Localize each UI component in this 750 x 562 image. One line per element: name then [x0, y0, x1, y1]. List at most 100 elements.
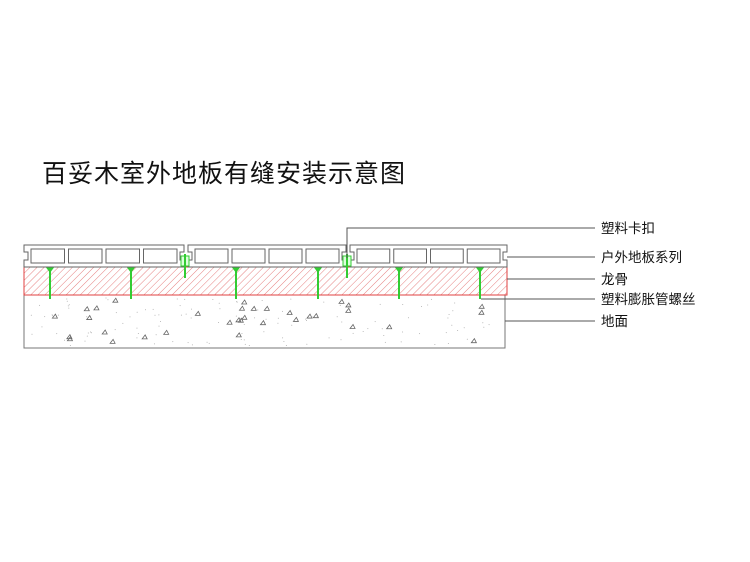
board-cavity — [231, 248, 266, 264]
aggregate-dot — [44, 316, 46, 318]
aggregate-dot — [257, 309, 259, 311]
aggregate-dot — [240, 338, 242, 340]
aggregate-dot — [115, 312, 117, 314]
aggregate-dot — [56, 333, 58, 335]
aggregate-dot — [419, 333, 421, 335]
aggregate-dot — [190, 317, 192, 319]
aggregate-dot — [457, 330, 459, 332]
screw-head — [46, 267, 54, 273]
aggregate-dot — [447, 343, 449, 345]
aggregate-dot — [421, 306, 423, 308]
board-cavity — [105, 248, 140, 264]
leader-lines — [346, 227, 595, 322]
label-screw: 塑料膨胀管螺丝 — [601, 292, 696, 308]
aggregate-mark — [194, 310, 201, 316]
aggregate-dot — [261, 299, 263, 301]
screw-head — [127, 267, 135, 273]
aggregate-dot — [30, 314, 32, 316]
ground-slab — [23, 294, 506, 349]
aggregate-dot — [107, 299, 109, 301]
aggregate-dot — [336, 316, 338, 318]
aggregate-dot — [316, 315, 318, 317]
aggregate-dot — [187, 342, 189, 344]
aggregate-dot — [374, 321, 376, 323]
screw-head — [232, 267, 240, 273]
aggregate-dot — [277, 317, 279, 319]
aggregate-mark — [109, 338, 116, 344]
screw-head — [476, 267, 484, 273]
aggregate-dot — [52, 315, 54, 317]
aggregate-dot — [352, 332, 354, 334]
aggregate-dot — [244, 343, 246, 345]
board-cavity — [356, 248, 391, 264]
aggregate-dot — [466, 338, 468, 340]
aggregate-mark — [259, 319, 267, 326]
aggregate-dot — [291, 324, 293, 326]
aggregate-dot — [285, 345, 287, 347]
label-board: 户外地板系列 — [601, 249, 682, 266]
aggregate-mark — [292, 316, 300, 322]
aggregate-mark — [338, 298, 345, 304]
diagram-title: 百妥木室外地板有缝安装示意图 — [42, 159, 407, 188]
aggregate-dot — [311, 316, 313, 318]
aggregate-dot — [219, 308, 221, 310]
aggregate-dot — [185, 313, 187, 315]
aggregate-dot — [488, 324, 490, 326]
aggregate-dot — [482, 322, 484, 324]
board-cavity — [68, 248, 103, 264]
aggregate-dot — [400, 341, 402, 343]
aggregate-dot — [383, 335, 385, 337]
aggregate-dot — [451, 324, 453, 326]
aggregate-dot — [243, 324, 245, 326]
aggregate-dot — [87, 332, 89, 334]
aggregate-dot — [340, 339, 342, 341]
aggregate-dot — [265, 318, 267, 320]
aggregate-mark — [344, 307, 352, 313]
aggregate-dot — [248, 345, 250, 347]
aggregate-dot — [68, 307, 70, 309]
aggregate-mark — [85, 314, 93, 320]
aggregate-dot — [191, 344, 193, 346]
aggregate-mark — [470, 337, 478, 344]
screw-head — [314, 267, 322, 273]
aggregate-mark — [385, 323, 393, 330]
aggregate-mark — [478, 309, 485, 315]
aggregate-dot — [69, 345, 71, 347]
aggregate-mark — [112, 297, 119, 303]
aggregate-dot — [158, 314, 160, 316]
aggregate-dot — [384, 341, 386, 343]
aggregate-dot — [122, 322, 124, 324]
screw-head — [395, 267, 403, 273]
aggregate-dot — [305, 320, 307, 322]
aggregate-dot — [348, 305, 350, 307]
aggregate-dot — [66, 300, 68, 302]
aggregate-mark — [250, 305, 257, 311]
aggregate-dot — [172, 341, 174, 343]
board-cavity — [430, 248, 464, 264]
aggregate-dot — [67, 305, 69, 307]
aggregate-dot — [323, 301, 325, 303]
aggregate-dot — [208, 342, 210, 344]
aggregate-mark — [238, 305, 246, 311]
aggregate-dot — [445, 332, 447, 334]
aggregate-mark — [241, 314, 248, 320]
aggregate-dot — [152, 308, 154, 310]
aggregate-dot — [41, 326, 43, 328]
aggregate-dot — [367, 328, 369, 330]
board-cavity — [194, 248, 229, 264]
label-ground: 地面 — [601, 314, 628, 330]
aggregate-mark — [162, 329, 170, 335]
aggregate-dot — [158, 325, 160, 327]
board-cavity — [466, 248, 501, 264]
aggregate-dot — [402, 304, 404, 306]
aggregate-dot — [290, 298, 292, 300]
board-cavity — [393, 248, 427, 264]
board-cavity — [268, 248, 303, 264]
aggregate-dot — [434, 343, 436, 345]
joist — [23, 266, 508, 296]
aggregate-mark — [141, 334, 148, 340]
aggregate-mark — [235, 332, 242, 338]
aggregate-dot — [129, 316, 131, 318]
aggregate-mark — [83, 305, 90, 312]
